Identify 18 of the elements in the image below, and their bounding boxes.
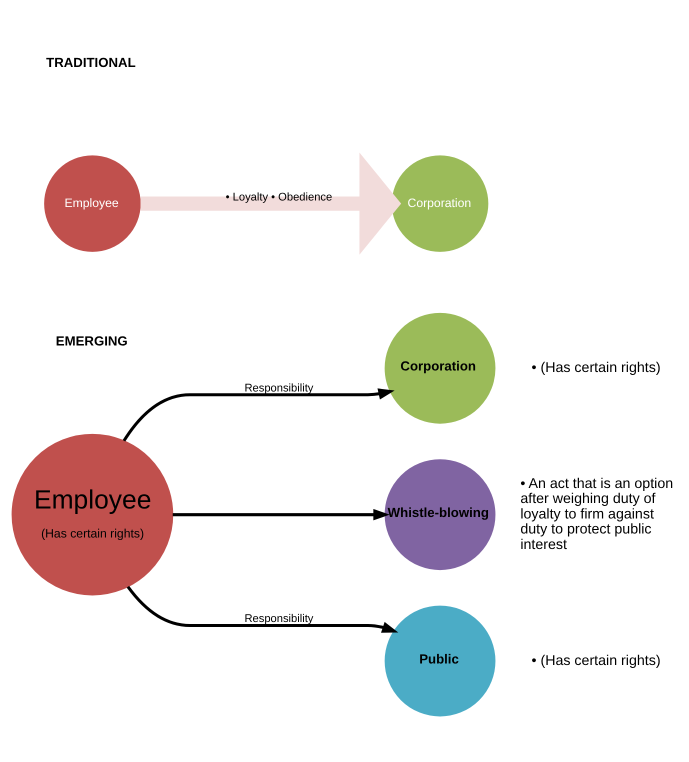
edge-label: Responsibility (244, 613, 314, 626)
node-circle: Employee (44, 155, 141, 252)
node-label: • (Has certain rights) (532, 360, 661, 376)
node-label: • (Has certain rights) (532, 652, 661, 669)
node-circle: Corporation (392, 155, 488, 252)
arrow (140, 152, 402, 255)
arrow (122, 388, 395, 442)
node-circle: Public (384, 606, 496, 716)
node-circle: Employee (Has certain rights) (12, 434, 174, 596)
edge-label: Responsibility (244, 382, 314, 394)
edge-label: • Loyalty • Obedience (226, 191, 332, 204)
node-label: • An act that is an option after weighing duty of loyalty to firm against duty to protect public interest (520, 476, 674, 553)
arrow (172, 508, 390, 520)
node-circle: Corporation (384, 312, 496, 424)
label: TRADITIONAL (46, 54, 136, 70)
label: EMERGING (56, 333, 128, 348)
arrow (126, 586, 398, 633)
node-circle: Whistle-blowing (384, 459, 496, 570)
